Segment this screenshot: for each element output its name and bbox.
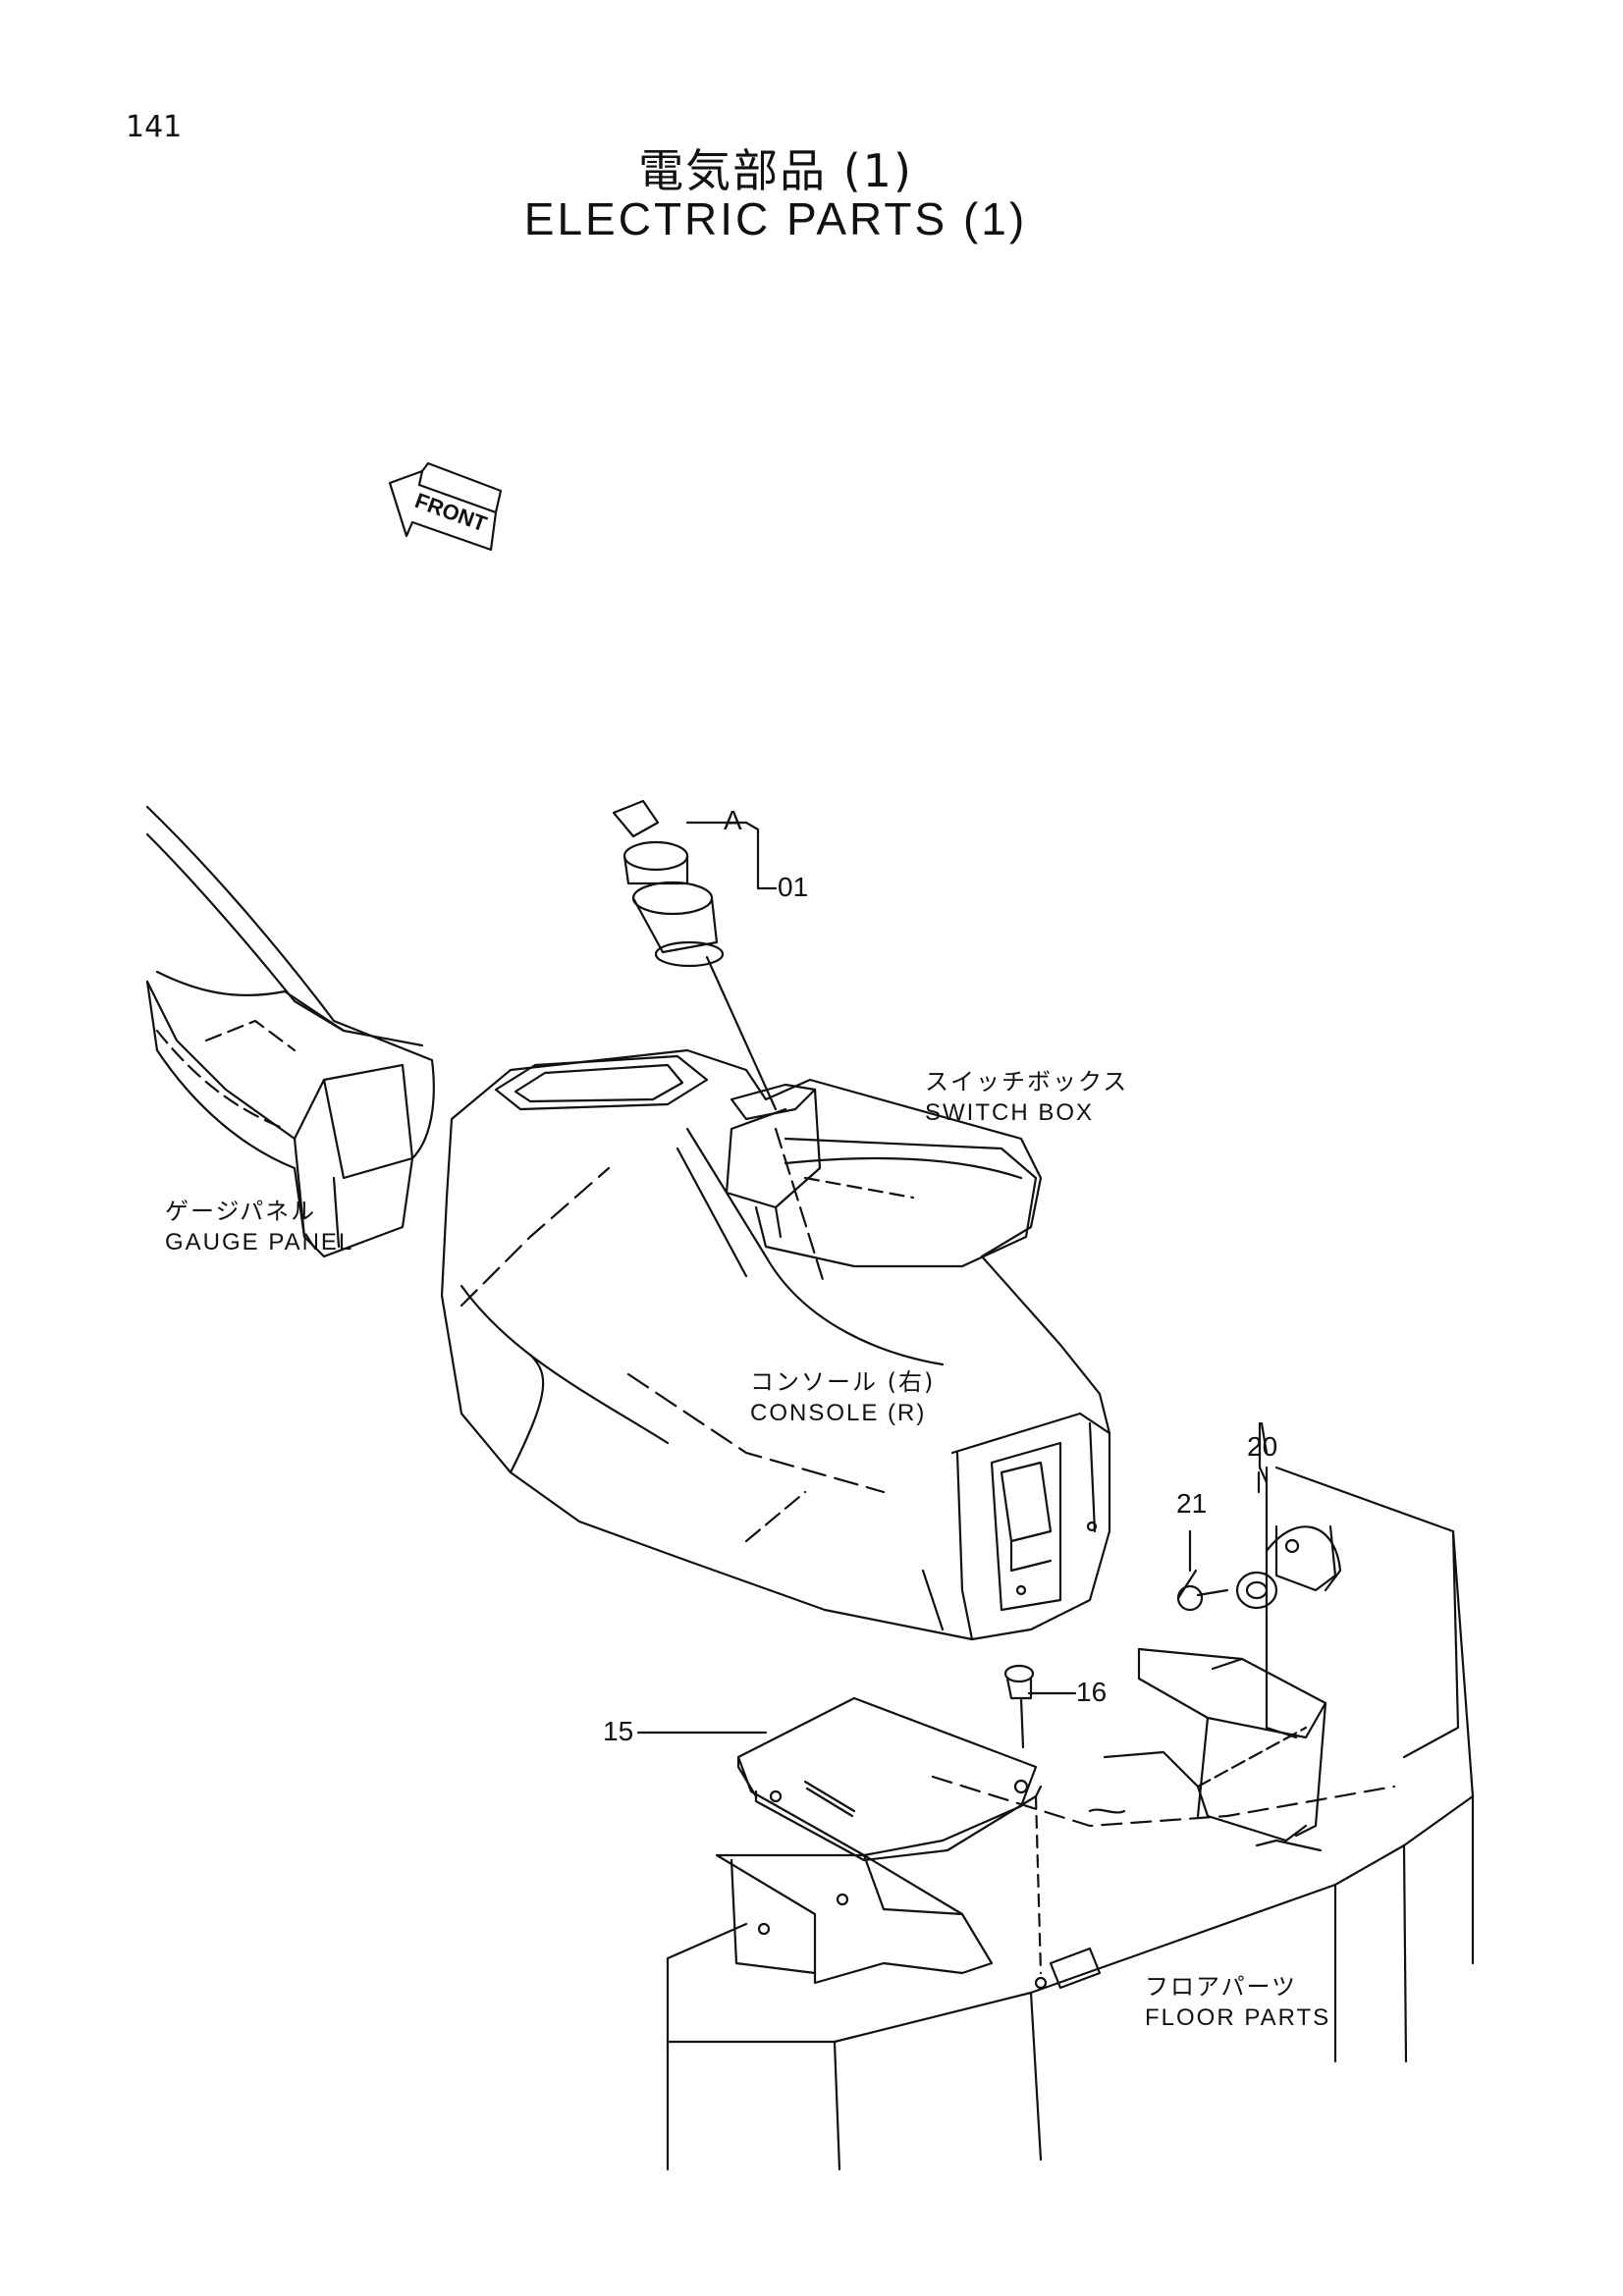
label-console-r-en: CONSOLE (R) — [750, 1400, 927, 1426]
label-console-r-ja: コンソール (右) — [750, 1368, 936, 1396]
title-japanese: 電気部品 (1) — [638, 144, 913, 197]
leader-line-a — [685, 821, 778, 890]
label-switch-box-ja: スイッチボックス — [925, 1068, 1129, 1095]
front-arrow-label: FRONT — [411, 488, 490, 537]
callout-15: 15 — [603, 1716, 634, 1746]
console-right-drawing — [440, 1048, 1111, 1641]
label-switch-box: スイッチボックス SWITCH BOX — [925, 1066, 1128, 1129]
label-gauge-panel-ja: ゲージパネル — [165, 1198, 317, 1225]
callout-01: 01 — [778, 872, 809, 902]
page-number: 141 — [126, 110, 183, 144]
front-arrow-icon: FRONT — [388, 461, 503, 552]
gauge-panel-drawing — [145, 805, 435, 1258]
label-console-r: コンソール (右) CONSOLE (R) — [750, 1366, 935, 1429]
switch-20-21-drawing — [1176, 1421, 1342, 1612]
label-floor-parts-ja: フロアパーツ — [1145, 1973, 1298, 2001]
label-gauge-panel-en: GAUGE PANEL — [165, 1229, 354, 1255]
callout-21: 21 — [1176, 1488, 1208, 1519]
controller-15-drawing — [636, 1696, 1043, 1862]
label-floor-parts: フロアパーツ FLOOR PARTS — [1145, 1971, 1330, 2034]
label-floor-parts-en: FLOOR PARTS — [1145, 2004, 1331, 2031]
label-gauge-panel: ゲージパネル GAUGE PANEL — [165, 1196, 353, 1258]
callout-16: 16 — [1076, 1677, 1108, 1707]
label-switch-box-en: SWITCH BOX — [925, 1099, 1095, 1126]
key-switch-drawing — [612, 799, 827, 1288]
floor-parts-drawing — [666, 1466, 1475, 2171]
bolt-16-drawing — [1003, 1664, 1077, 1975]
callout-a: A — [724, 805, 742, 835]
callout-20: 20 — [1247, 1431, 1278, 1462]
title-english: ELECTRIC PARTS (1) — [523, 193, 1028, 244]
